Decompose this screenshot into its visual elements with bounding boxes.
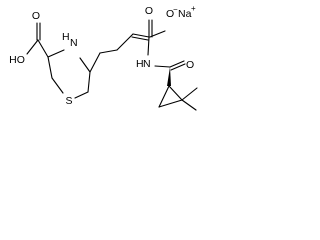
bond: [89, 52, 101, 73]
atom-oxygen: O: [32, 10, 40, 22]
bond: [149, 30, 166, 38]
bond: [168, 85, 183, 101]
atom-hydrogen: H: [62, 31, 70, 43]
bond: [147, 36, 150, 56]
atom-sulfur: S: [65, 95, 72, 107]
atom-oxygen: O: [186, 59, 194, 71]
positive-charge: +: [191, 4, 196, 13]
bond: [169, 60, 185, 68]
atom-oxygen-anion: O: [166, 8, 174, 20]
chemical-structure: O HO H N S O O − Na + H N O: [9, 4, 198, 111]
bond: [116, 33, 134, 51]
bond: [181, 99, 197, 111]
atom-hydrogen: H: [136, 58, 144, 70]
bond: [170, 63, 186, 71]
bond: [154, 65, 171, 68]
bond: [47, 56, 53, 79]
structure-canvas: O HO H N S O O − Na + H N O: [0, 0, 203, 121]
bond: [132, 33, 150, 38]
bond: [79, 57, 91, 73]
bond: [74, 91, 89, 99]
bond: [26, 39, 39, 55]
bond: [51, 77, 64, 94]
atom-nitrogen: N: [143, 58, 151, 70]
atom-oxygen: O: [145, 5, 153, 17]
wedge-bond: [167, 67, 171, 86]
bond: [99, 49, 118, 54]
bond: [37, 39, 49, 58]
bond: [158, 99, 183, 108]
bond: [47, 49, 65, 58]
bond: [158, 85, 170, 108]
negative-charge: −: [173, 5, 178, 14]
atom-hydroxyl: HO: [9, 54, 25, 66]
atom-sodium: Na: [178, 8, 192, 20]
atom-nitrogen: N: [70, 37, 78, 49]
bond: [181, 87, 198, 101]
bond: [131, 36, 149, 41]
bond: [87, 71, 91, 93]
